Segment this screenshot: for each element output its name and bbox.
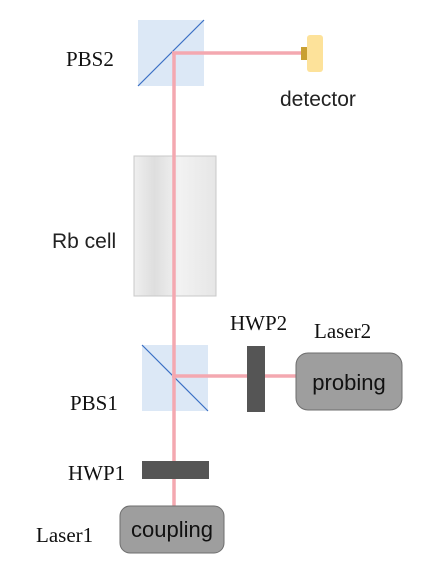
coupling-laser-box [119,505,225,554]
detector-label: detector [280,88,356,111]
hwp2-label: HWP2 [230,311,287,335]
probing-laser-box [295,352,403,411]
laser-beams [172,51,301,515]
coupling-laser: coupling [119,505,225,554]
probing-label: probing [312,370,385,395]
detector-body [307,35,323,72]
pbs1-label: PBS1 [70,391,118,415]
hwp2-waveplate [247,346,265,412]
laser2-label: Laser2 [314,319,371,343]
detector-lens [301,47,307,60]
detector-icon [301,35,323,72]
pbs2-label: PBS2 [66,47,114,71]
hwp1-waveplate [142,461,209,479]
rb-cell-label: Rb cell [52,230,116,253]
laser1-label: Laser1 [36,523,93,547]
coupling-label: coupling [131,517,213,542]
probing-laser: probing [295,352,403,411]
pbs2-diagonal [137,19,205,87]
hwp1-label: HWP1 [68,461,125,485]
